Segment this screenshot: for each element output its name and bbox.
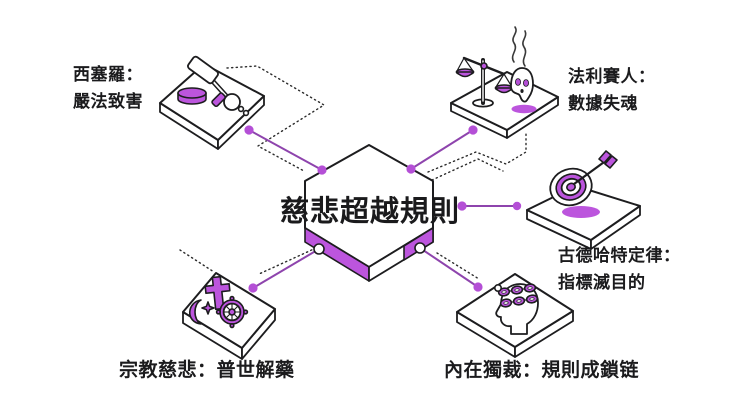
label-religion: 宗教慈悲：普世解藥 [119,359,295,383]
platform-pharisees [450,71,559,139]
dotted-trace-top-right-a [427,132,527,173]
connector-top-right [410,129,474,170]
gavel-head [187,55,219,85]
smoke-wisp [511,26,517,63]
label-cicero: 西塞羅： 嚴法致害 [73,61,143,115]
crescent-icon [188,299,202,325]
wrist-band [211,92,227,108]
label-religion-text: 宗教慈悲：普世解藥 [119,360,295,381]
ghost-eye [523,79,530,87]
chain-links [493,283,539,308]
dotted-trace-top-left [226,65,326,172]
ghost-eye [515,78,522,86]
ghost-icon [510,26,537,114]
chain-anchor [493,283,502,292]
target-shadow [562,206,600,218]
dart-fletching [604,155,618,169]
label-goodhart-subtitle: 指標滅目的 [558,273,646,292]
dotted-trace-top-right-b [431,158,504,181]
fist [223,93,241,111]
dotted-trace-bottom-left-corner [179,249,215,273]
gavel-icon [177,55,250,117]
label-pharisees-title: 法利賽人： [568,67,656,86]
dotted-traces [179,65,527,280]
connector-top-left [248,129,323,171]
dotted-trace-bottom-left [258,247,317,275]
connector-bottom-right [419,247,479,288]
connector-bottom-left [252,248,320,289]
chained-mind-icon [493,283,539,335]
label-goodhart-title: 古德哈特定律： [558,246,681,265]
label-inner-dictator-text: 內在獨裁：規則成鎖链 [444,360,640,381]
ghost-body [510,67,534,103]
connector-lines [248,129,517,289]
dart-fletching [598,150,612,164]
scale-pivot [480,62,488,70]
smoke-wisp [522,30,527,67]
slab-node-left [313,243,325,255]
dotted-trace-bottom-right [436,252,480,280]
label-goodhart: 古德哈特定律： 指標滅目的 [558,242,681,296]
slab-node-right [414,242,426,254]
star-icon [201,301,215,315]
label-pharisees: 法利賽人： 數據失魂 [568,63,656,117]
center-hexagon [304,144,434,282]
center-title: 慈悲超越規則 [279,196,460,228]
connector-dots [244,125,522,293]
religions-icon [188,275,249,329]
label-inner-dictator: 內在獨裁：規則成鎖链 [444,359,639,383]
ghost-puddle [511,104,537,114]
dart-target-icon [549,150,618,218]
label-pharisees-subtitle: 數據失魂 [568,94,638,113]
label-cicero-subtitle: 嚴法致害 [73,92,143,111]
label-cicero-title: 西塞羅： [73,65,143,84]
dharma-wheel-icon [215,295,249,329]
